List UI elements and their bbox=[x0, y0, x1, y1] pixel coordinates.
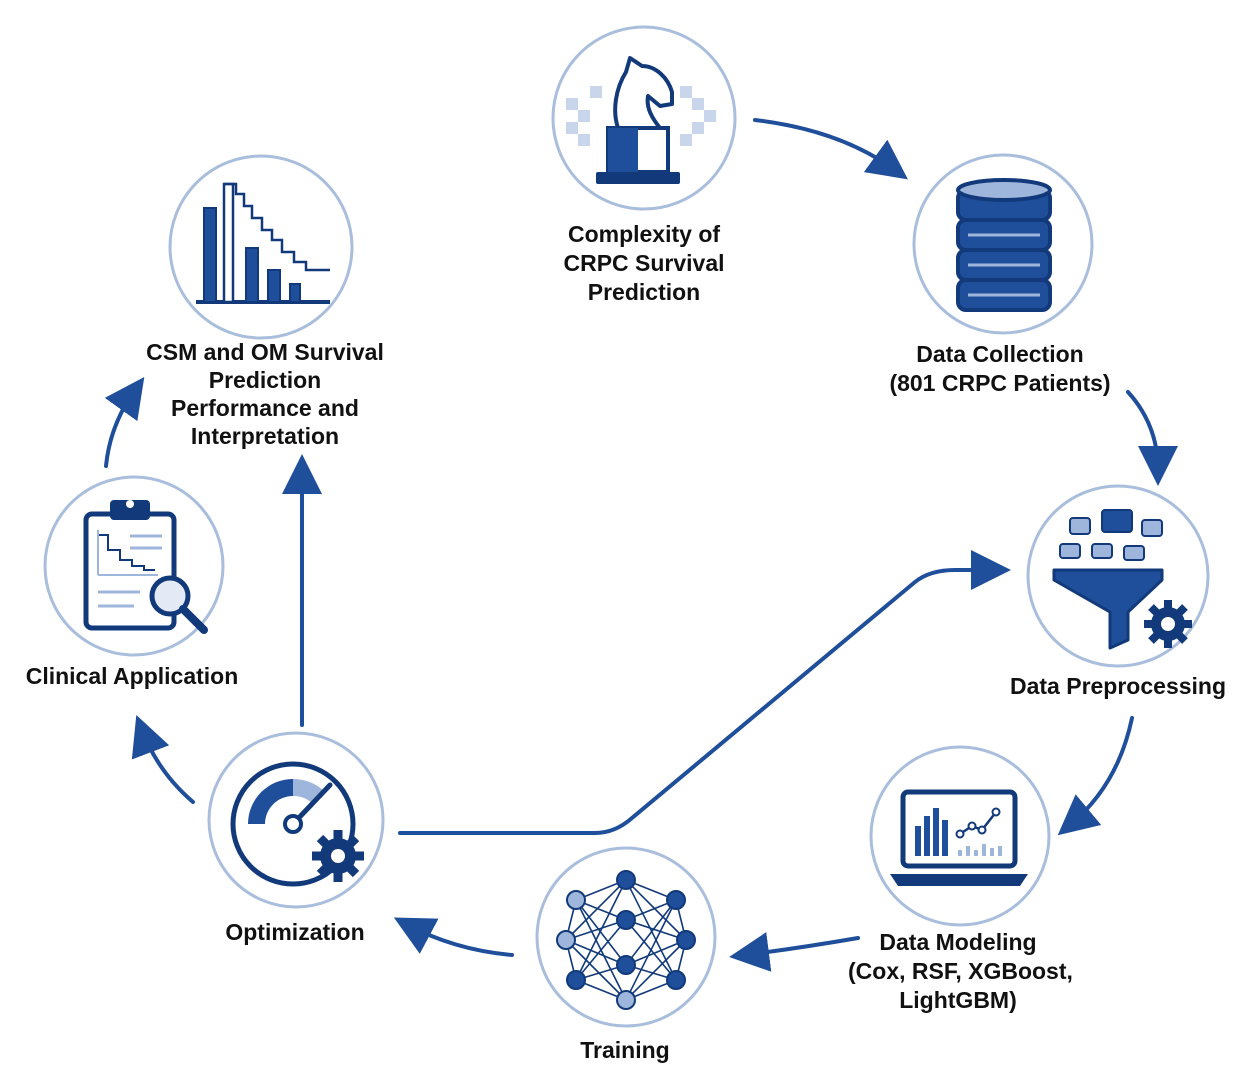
arrow-collection-to-preprocessing bbox=[1126, 390, 1178, 486]
gauge-gear-icon bbox=[230, 761, 364, 887]
preprocessing-label: Data Preprocessing bbox=[1009, 673, 1227, 699]
arrow-modeling-to-training bbox=[729, 932, 860, 972]
arrow-training-to-optimization bbox=[393, 917, 514, 957]
optimization-label: Optimization bbox=[225, 919, 365, 945]
optimization-node bbox=[207, 731, 385, 909]
complexity-label: Complexity of CRPC Survival Prediction bbox=[563, 221, 725, 305]
modeling-label: Data Modeling (Cox, RSF, XGBoost, LightG… bbox=[848, 929, 1073, 1013]
training-label: Training bbox=[580, 1037, 670, 1063]
laptop-chart-icon bbox=[890, 789, 1028, 886]
database-icon bbox=[956, 178, 1052, 312]
prediction-label: CSM and OM Survival Prediction Performan… bbox=[146, 339, 384, 449]
node-circle bbox=[168, 154, 354, 340]
complexity-node bbox=[551, 25, 737, 211]
clinical-label: Clinical Application bbox=[25, 663, 239, 689]
flow-arrows bbox=[104, 118, 1178, 972]
neural-network-icon bbox=[556, 870, 696, 1010]
arrow-complexity-to-collection bbox=[753, 118, 908, 180]
arrow-clinical-to-prediction bbox=[104, 376, 145, 468]
modeling-node bbox=[869, 745, 1051, 927]
preprocessing-node bbox=[1026, 484, 1210, 668]
arrow-optimization-to-clinical bbox=[131, 715, 195, 804]
training-node bbox=[535, 846, 717, 1028]
clinical-node bbox=[43, 475, 225, 657]
arrow-optimization-to-preprocessing bbox=[398, 550, 1011, 835]
collection-node bbox=[912, 153, 1094, 335]
arrow-preprocessing-to-modeling bbox=[1057, 716, 1134, 836]
survival-curve-bars-icon bbox=[196, 182, 330, 304]
clipboard-magnifier-icon bbox=[83, 500, 208, 634]
funnel-gear-icon bbox=[1052, 509, 1192, 650]
chess-knight-icon bbox=[566, 56, 716, 184]
prediction-node bbox=[168, 154, 354, 340]
collection-label: Data Collection (801 CRPC Patients) bbox=[889, 341, 1111, 396]
